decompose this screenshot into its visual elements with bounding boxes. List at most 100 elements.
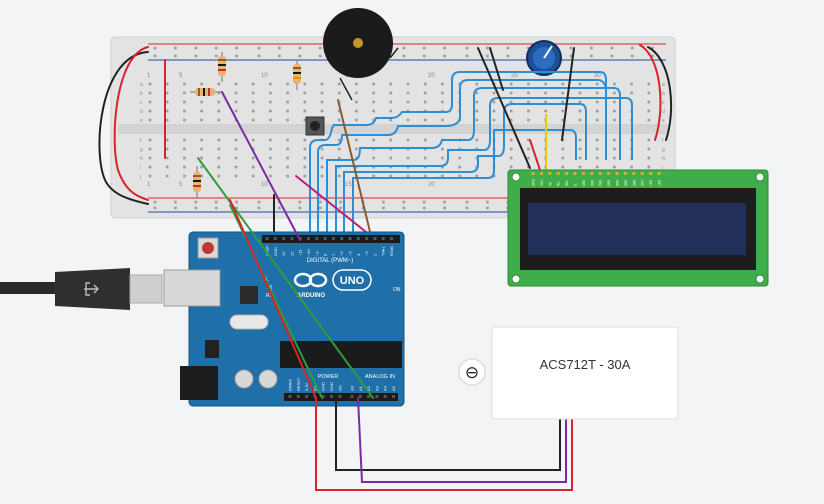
breadboard-hole[interactable]: [286, 156, 289, 160]
wire-blue-lcd[interactable]: [343, 103, 587, 240]
breadboard-hole[interactable]: [251, 109, 255, 113]
breadboard-hole[interactable]: [303, 138, 307, 142]
breadboard-hole[interactable]: [269, 138, 272, 142]
rail-hole[interactable]: [257, 54, 261, 58]
rail-hole[interactable]: [318, 200, 322, 204]
breadboard-hole[interactable]: [527, 82, 530, 86]
breadboard-hole[interactable]: [630, 165, 633, 169]
wire-black-lcd[interactable]: [561, 47, 575, 141]
breadboard-hole[interactable]: [406, 82, 410, 86]
breadboard-hole[interactable]: [337, 174, 341, 178]
rail-hole[interactable]: [339, 206, 342, 210]
breadboard-hole[interactable]: [303, 165, 307, 169]
digital-pin[interactable]: [265, 237, 269, 240]
breadboard-hole[interactable]: [372, 82, 375, 86]
breadboard-hole[interactable]: [613, 156, 616, 160]
digital-pin[interactable]: [290, 237, 294, 240]
breadboard-hole[interactable]: [337, 82, 341, 86]
breadboard-hole[interactable]: [613, 138, 616, 142]
lcd-pin[interactable]: [565, 172, 569, 175]
rail-hole[interactable]: [214, 200, 218, 204]
breadboard-hole[interactable]: [647, 109, 651, 113]
breadboard-hole[interactable]: [527, 118, 530, 122]
breadboard-hole[interactable]: [165, 147, 169, 151]
rail-hole[interactable]: [278, 46, 281, 50]
breadboard-hole[interactable]: [234, 91, 238, 95]
breadboard-hole[interactable]: [509, 100, 513, 104]
header-pin[interactable]: [321, 395, 325, 398]
rail-hole[interactable]: [465, 54, 469, 58]
breadboard-hole[interactable]: [423, 82, 427, 86]
rail-hole[interactable]: [465, 46, 469, 50]
digital-pin[interactable]: [340, 237, 344, 240]
breadboard-hole[interactable]: [200, 118, 203, 122]
breadboard-hole[interactable]: [441, 156, 444, 160]
breadboard-hole[interactable]: [234, 156, 238, 160]
rail-hole[interactable]: [486, 206, 489, 210]
rail-hole[interactable]: [194, 206, 198, 210]
breadboard-hole[interactable]: [165, 82, 169, 86]
rail-hole[interactable]: [318, 206, 322, 210]
lcd-pin[interactable]: [623, 172, 627, 175]
breadboard-hole[interactable]: [234, 109, 238, 113]
breadboard-hole[interactable]: [217, 156, 221, 160]
breadboard-hole[interactable]: [613, 91, 616, 95]
breadboard-hole[interactable]: [183, 165, 186, 169]
lcd-pin[interactable]: [548, 172, 552, 175]
breadboard-hole[interactable]: [269, 82, 272, 86]
breadboard-hole[interactable]: [251, 174, 255, 178]
breadboard-hole[interactable]: [561, 147, 565, 151]
breadboard-hole[interactable]: [458, 174, 461, 178]
breadboard-hole[interactable]: [303, 174, 307, 178]
breadboard-hole[interactable]: [286, 100, 289, 104]
rail-hole[interactable]: [339, 200, 342, 204]
wire-blue-lcd[interactable]: [317, 79, 607, 240]
breadboard-hole[interactable]: [217, 100, 221, 104]
breadboard-hole[interactable]: [389, 138, 393, 142]
rail-hole[interactable]: [214, 206, 218, 210]
rail-hole[interactable]: [465, 206, 469, 210]
breadboard-hole[interactable]: [148, 109, 152, 113]
breadboard-hole[interactable]: [509, 138, 513, 142]
breadboard-hole[interactable]: [406, 100, 410, 104]
breadboard-hole[interactable]: [251, 91, 255, 95]
rail-hole[interactable]: [443, 200, 446, 204]
rail-hole[interactable]: [402, 46, 406, 50]
breadboard-hole[interactable]: [200, 138, 203, 142]
breadboard-hole[interactable]: [475, 174, 479, 178]
breadboard-hole[interactable]: [475, 82, 479, 86]
rail-hole[interactable]: [153, 206, 157, 210]
breadboard-hole[interactable]: [355, 100, 358, 104]
rail-hole[interactable]: [569, 54, 573, 58]
resistor-3[interactable]: [293, 60, 301, 90]
breadboard-hole[interactable]: [423, 118, 427, 122]
breadboard-hole[interactable]: [217, 147, 221, 151]
breadboard-hole[interactable]: [595, 91, 599, 95]
breadboard-hole[interactable]: [492, 174, 496, 178]
breadboard-hole[interactable]: [475, 100, 479, 104]
breadboard-hole[interactable]: [561, 156, 565, 160]
breadboard-hole[interactable]: [492, 118, 496, 122]
breadboard-hole[interactable]: [286, 109, 289, 113]
rail-hole[interactable]: [610, 54, 614, 58]
breadboard-hole[interactable]: [441, 165, 444, 169]
rail-hole[interactable]: [465, 200, 469, 204]
rail-hole[interactable]: [526, 46, 530, 50]
breadboard-hole[interactable]: [492, 109, 496, 113]
rail-hole[interactable]: [443, 46, 446, 50]
digital-pin[interactable]: [348, 237, 352, 240]
lcd-pin[interactable]: [649, 172, 653, 175]
rail-hole[interactable]: [486, 46, 489, 50]
breadboard-hole[interactable]: [423, 138, 427, 142]
rail-hole[interactable]: [630, 54, 634, 58]
breadboard-hole[interactable]: [458, 156, 461, 160]
breadboard-hole[interactable]: [303, 147, 307, 151]
breadboard-hole[interactable]: [441, 91, 444, 95]
breadboard-hole[interactable]: [647, 118, 651, 122]
lcd-pin[interactable]: [598, 172, 602, 175]
breadboard-hole[interactable]: [320, 109, 324, 113]
breadboard-hole[interactable]: [647, 165, 651, 169]
header-pin[interactable]: [350, 395, 354, 398]
breadboard-hole[interactable]: [372, 91, 375, 95]
breadboard-hole[interactable]: [269, 109, 272, 113]
